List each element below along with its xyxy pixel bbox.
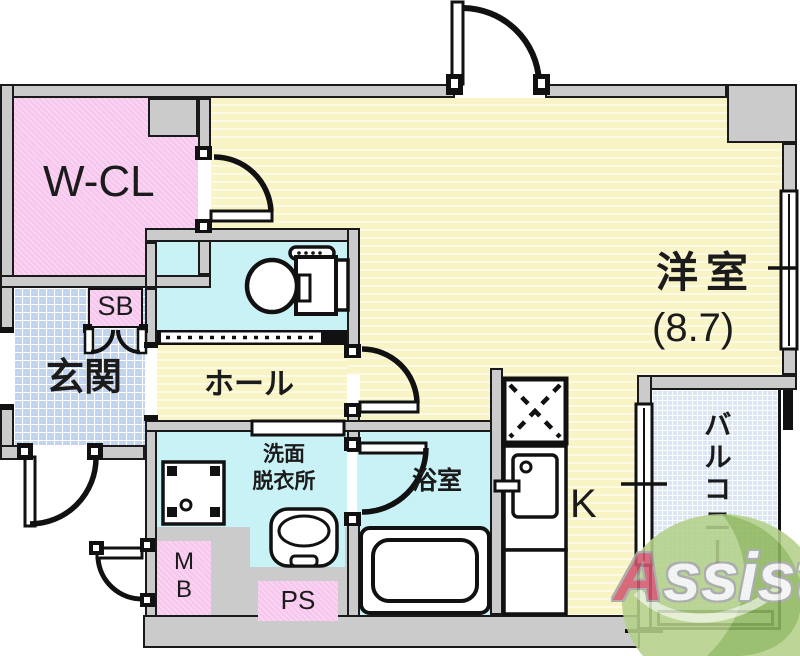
- wall-top-left: [0, 84, 455, 98]
- shoe-box: [88, 288, 143, 328]
- wall-entrance-bottom-right: [90, 445, 145, 460]
- wall-bottom: [143, 615, 640, 648]
- label-western-room: 洋室: [656, 249, 757, 296]
- wall-kitchen: [490, 368, 503, 615]
- watermark-text: Assist: [614, 538, 800, 616]
- room-western-floor-top: [211, 98, 727, 143]
- label-kitchen: K: [570, 482, 597, 526]
- wall-wcl-notch: [148, 98, 198, 137]
- label-washroom-line1: 洗面: [263, 443, 305, 466]
- label-western-room-size: (8.7): [652, 306, 735, 350]
- label-hall: ホール: [204, 368, 294, 401]
- bathroom-floor: [357, 432, 490, 615]
- pipe-space-box: [258, 581, 338, 621]
- wall-pillar-top-right: [727, 84, 797, 143]
- entry-door-top: [446, 0, 550, 95]
- label-wcl: W-CL: [43, 157, 155, 206]
- wall-toilet-top: [145, 228, 360, 242]
- wall-segment: [145, 242, 157, 288]
- label-pipe-space: PS: [280, 585, 316, 615]
- label-meter-box: M B: [157, 548, 211, 604]
- wall-segment: [347, 228, 360, 358]
- watermark-accent-letter: A: [614, 539, 664, 615]
- wall-balcony-top: [640, 375, 797, 390]
- wall-entrance-bottom-left: [0, 445, 30, 460]
- label-bathroom: 浴室: [412, 467, 463, 495]
- wall-top-right: [545, 84, 727, 98]
- hall-floor: [157, 345, 347, 420]
- leaf-icon: [622, 514, 800, 656]
- label-meter-box-line1: M: [174, 548, 194, 575]
- label-washroom-line2: 脱衣所: [252, 470, 316, 493]
- meter-box: [157, 541, 211, 615]
- wall-segment: [198, 98, 211, 153]
- assist-watermark: Assist: [612, 512, 800, 656]
- watermark-rest: ssist: [663, 539, 800, 615]
- wall-wcl-bottom: [0, 275, 211, 288]
- wall-right: [782, 143, 797, 375]
- label-washroom: 洗面 脱衣所: [236, 441, 332, 495]
- wall-segment: [145, 288, 157, 347]
- wall-hall-bottom: [145, 420, 495, 432]
- wall-segment: [347, 512, 360, 630]
- label-entrance: 玄関: [46, 357, 123, 399]
- wall-segment: [145, 418, 157, 628]
- wall-left: [0, 84, 14, 460]
- wall-segment: [637, 375, 652, 407]
- label-shoe-box: SB: [97, 291, 134, 321]
- entrance-hall-opening: [144, 342, 158, 421]
- label-meter-box-line2: B: [175, 576, 192, 603]
